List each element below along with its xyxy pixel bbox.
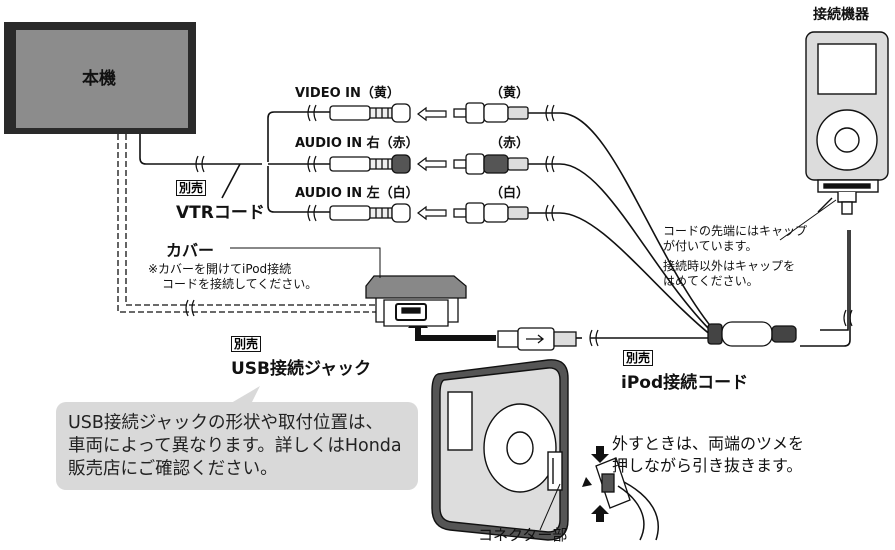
vtr-optional-tag: 別売 (176, 180, 207, 196)
usb-jack-label: USB接続ジャック (231, 359, 372, 379)
vtr-jack-audio-l (329, 203, 411, 223)
info-box-line2: 車両によって異なります。詳しくはHonda (68, 436, 402, 456)
label-plug-white: （白） (490, 186, 530, 201)
ipod-cord-label: iPod接続コード (621, 373, 749, 393)
usb-plug (497, 327, 577, 351)
remove-note-line2: 押しながら引き抜きます。 (612, 456, 803, 475)
info-box-line1: USB接続ジャックの形状や取付位置は、 (68, 413, 384, 433)
cap-note-line2: が付いています。 (663, 239, 758, 253)
device-title: 接続機器 (813, 7, 869, 23)
plug-white (453, 202, 529, 224)
vtr-jack-video (329, 103, 411, 123)
ipod-closeup (431, 359, 569, 541)
vtr-jack-audio-r (329, 154, 411, 174)
cap-note-line4: はめてください。 (663, 274, 759, 288)
plug-red (453, 153, 529, 175)
label-plug-yellow: （黄） (490, 86, 530, 101)
info-box (56, 402, 418, 490)
cap-note-line1: コードの先端にはキャップ (663, 224, 808, 238)
cap-pointer (779, 199, 837, 241)
label-plug-red: （赤） (490, 136, 530, 151)
ipod-cord-optional-tag: 別売 (623, 350, 654, 366)
info-box-text: USB接続ジャックの形状や取付位置は、 車両によって異なります。詳しくはHond… (68, 412, 413, 481)
label-video-in: VIDEO IN（黄） (295, 86, 400, 101)
connector-arrows (566, 446, 609, 522)
label-audio-in-r: AUDIO IN 右（赤） (295, 136, 419, 151)
label-audio-in-l: AUDIO IN 左（白） (295, 186, 419, 201)
vtr-cord (139, 111, 330, 213)
connect-arrows (417, 106, 447, 221)
cover-pointer (230, 247, 381, 278)
cover-label: カバー (166, 241, 215, 260)
cord-junction (707, 321, 797, 347)
cover-note-line2: コードを接続してください。 (162, 277, 318, 291)
usb-extension-cable (117, 134, 376, 313)
connector-pointer (539, 483, 561, 531)
connected-device (805, 31, 889, 215)
ipod-cord-wires (528, 112, 851, 347)
connector-plug (595, 457, 659, 541)
info-box-line3: 販売店にご確認ください。 (68, 459, 278, 479)
plug-yellow (453, 102, 529, 124)
connector-label: コネクター部 (478, 526, 568, 544)
head-unit-label: 本機 (82, 69, 116, 89)
head-unit (4, 22, 196, 134)
remove-note-line1: 外すときは、両端のツメを (612, 434, 805, 453)
usb-optional-tag: 別売 (231, 336, 262, 352)
cap-note-line3: 接続時以外はキャップを (663, 259, 796, 273)
cover-note-line1: ※カバーを開けてiPod接続 (148, 262, 292, 276)
info-box-tail (226, 386, 260, 406)
usb-jack (365, 275, 467, 327)
vtr-cord-label: VTRコード (176, 203, 265, 223)
